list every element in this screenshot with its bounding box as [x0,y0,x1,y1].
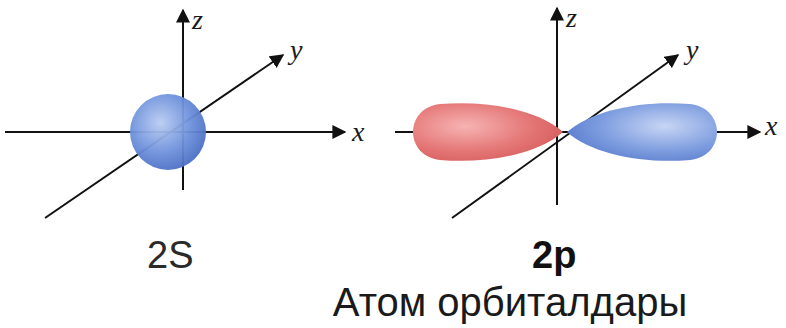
orbital-name: 2p [532,236,576,274]
orbital-name: 2S [147,236,193,274]
s-orbital-axes [5,10,345,218]
axis-label: y [290,36,302,64]
axis-label: x [352,118,364,146]
axis-label: z [192,6,203,34]
p-orbital-axes [395,8,760,218]
axis-label: z [566,4,577,32]
axis-label: x [765,112,777,140]
caption: Атом орбиталдары [333,282,687,322]
axis-label: y [686,36,698,64]
